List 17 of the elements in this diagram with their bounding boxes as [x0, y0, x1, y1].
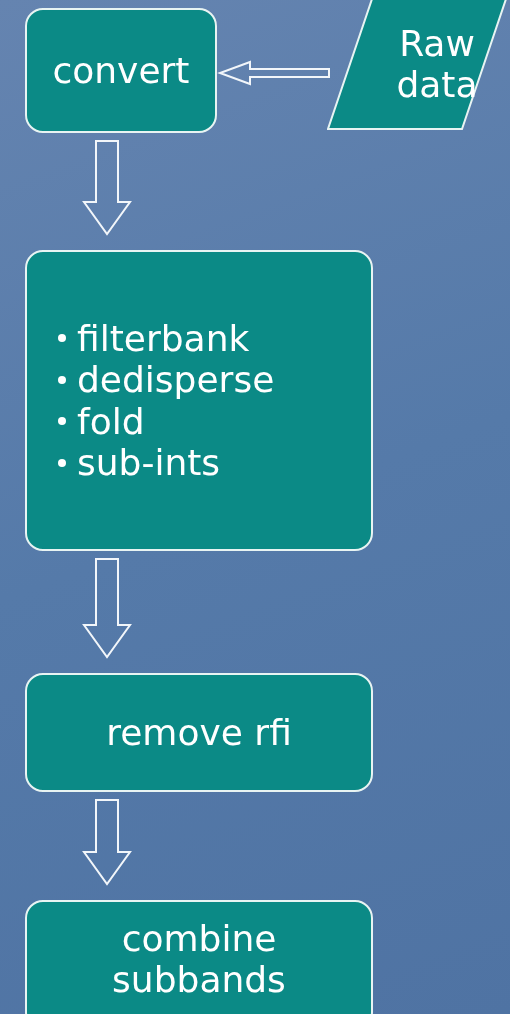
node-label: convert [52, 49, 190, 92]
data-parallelogram [327, 0, 507, 130]
block-arrow [82, 140, 132, 236]
list-item: filterbank [77, 317, 250, 360]
block-arrow [217, 60, 330, 86]
process-box [25, 900, 373, 1014]
process-box [25, 673, 373, 792]
node-label: combine subbands [111, 917, 287, 1001]
process-box [25, 8, 217, 133]
list-item: dedisperse [77, 359, 275, 401]
node-label: remove rfi [106, 711, 292, 754]
process-box [25, 250, 373, 551]
list-item: sub-ints [77, 441, 221, 484]
block-arrow [82, 799, 132, 886]
block-arrow [82, 558, 132, 659]
node-label: Raw data [395, 22, 479, 106]
list-item: fold [77, 400, 145, 442]
